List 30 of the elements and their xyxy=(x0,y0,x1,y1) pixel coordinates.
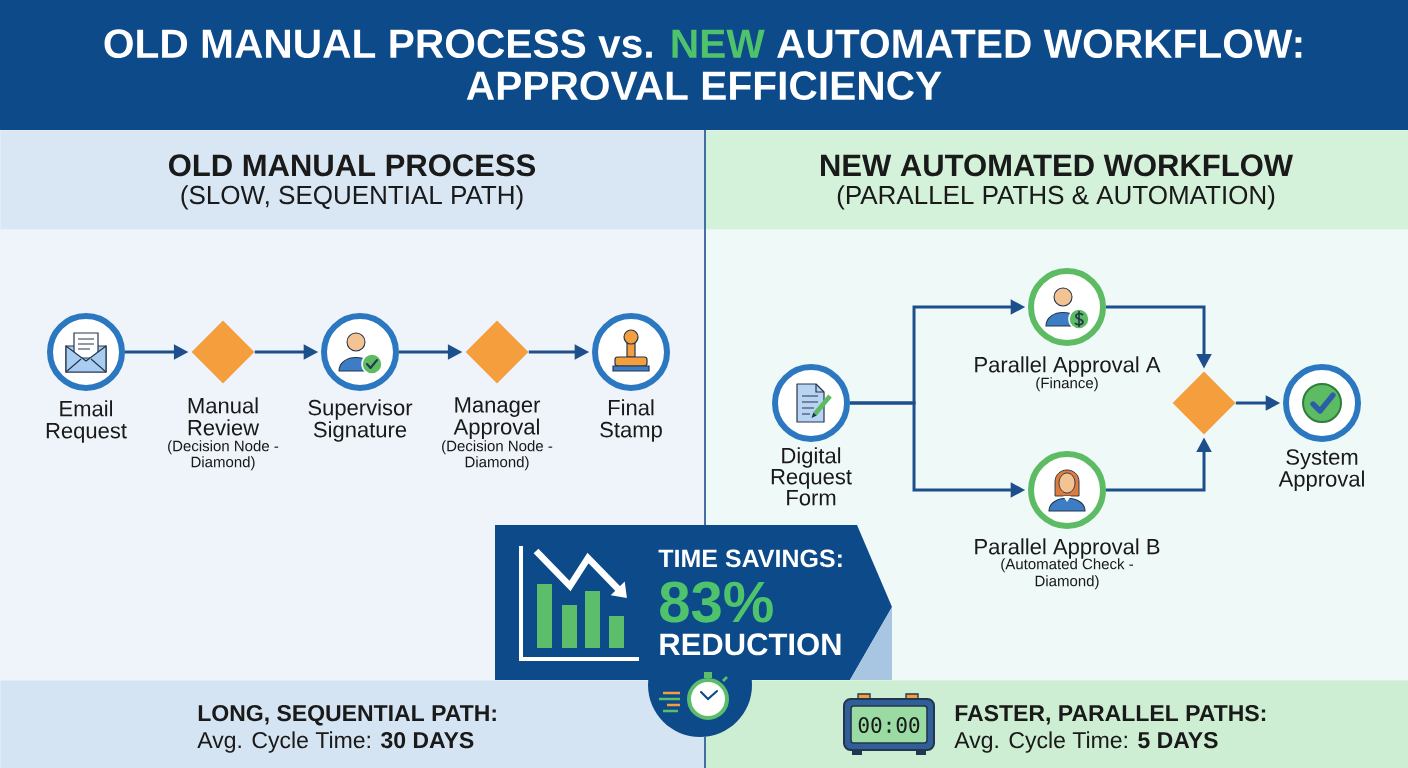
title: OLD MANUAL PROCESS vs. NEW AUTOMATED WORKFLOW: APPROVAL EFFICIENCY xyxy=(104,29,1302,101)
decision-diamond xyxy=(1172,371,1236,435)
node-label: Final Stamp xyxy=(600,399,662,442)
node-label: System Approval xyxy=(1278,449,1364,492)
banner-text: REDUCTION xyxy=(660,633,841,656)
panel-heading: OLD MANUAL PROCESS xyxy=(169,154,536,177)
panel-subheading: (SLOW, SEQUENTIAL PATH) xyxy=(181,185,523,210)
percentage-figure: 83% xyxy=(660,581,773,623)
header-band xyxy=(0,130,706,230)
panel-heading: NEW AUTOMATED WORKFLOW xyxy=(821,154,1293,177)
node-note: (Decision Node - Diamond) xyxy=(168,440,279,471)
node-label: Digital Request Form xyxy=(771,447,852,506)
node-note: (Decision Node - Diamond) xyxy=(442,440,553,471)
summary-heading: LONG, SEQUENTIAL PATH: xyxy=(198,704,496,726)
cycle-time-text: Avg. Cycle Time: 30 DAYS xyxy=(197,731,474,753)
cycle-time-text: Avg. Cycle Time: 5 DAYS xyxy=(954,731,1218,753)
node-label: Manual Review xyxy=(188,397,260,436)
header-band xyxy=(705,130,1408,230)
panel-subheading: (PARALLEL PATHS & AUTOMATION) xyxy=(837,185,1275,210)
node-label: Supervisor Signature xyxy=(308,399,413,442)
node-label: Parallel Approval A xyxy=(975,356,1161,377)
footer-band xyxy=(0,680,706,768)
node-note: (Automated Check - Diamond) xyxy=(1001,558,1133,590)
summary-heading: FASTER, PARALLEL PATHS: xyxy=(955,704,1266,725)
node-label: Parallel Approval B xyxy=(975,538,1160,559)
node-label: Manager Approval xyxy=(453,397,541,439)
node-label: Email Request xyxy=(46,400,127,443)
node-note: (Finance) xyxy=(1036,377,1098,392)
clock-readout: 00:00 xyxy=(858,717,920,733)
banner-heading: TIME SAVINGS: xyxy=(658,549,842,568)
